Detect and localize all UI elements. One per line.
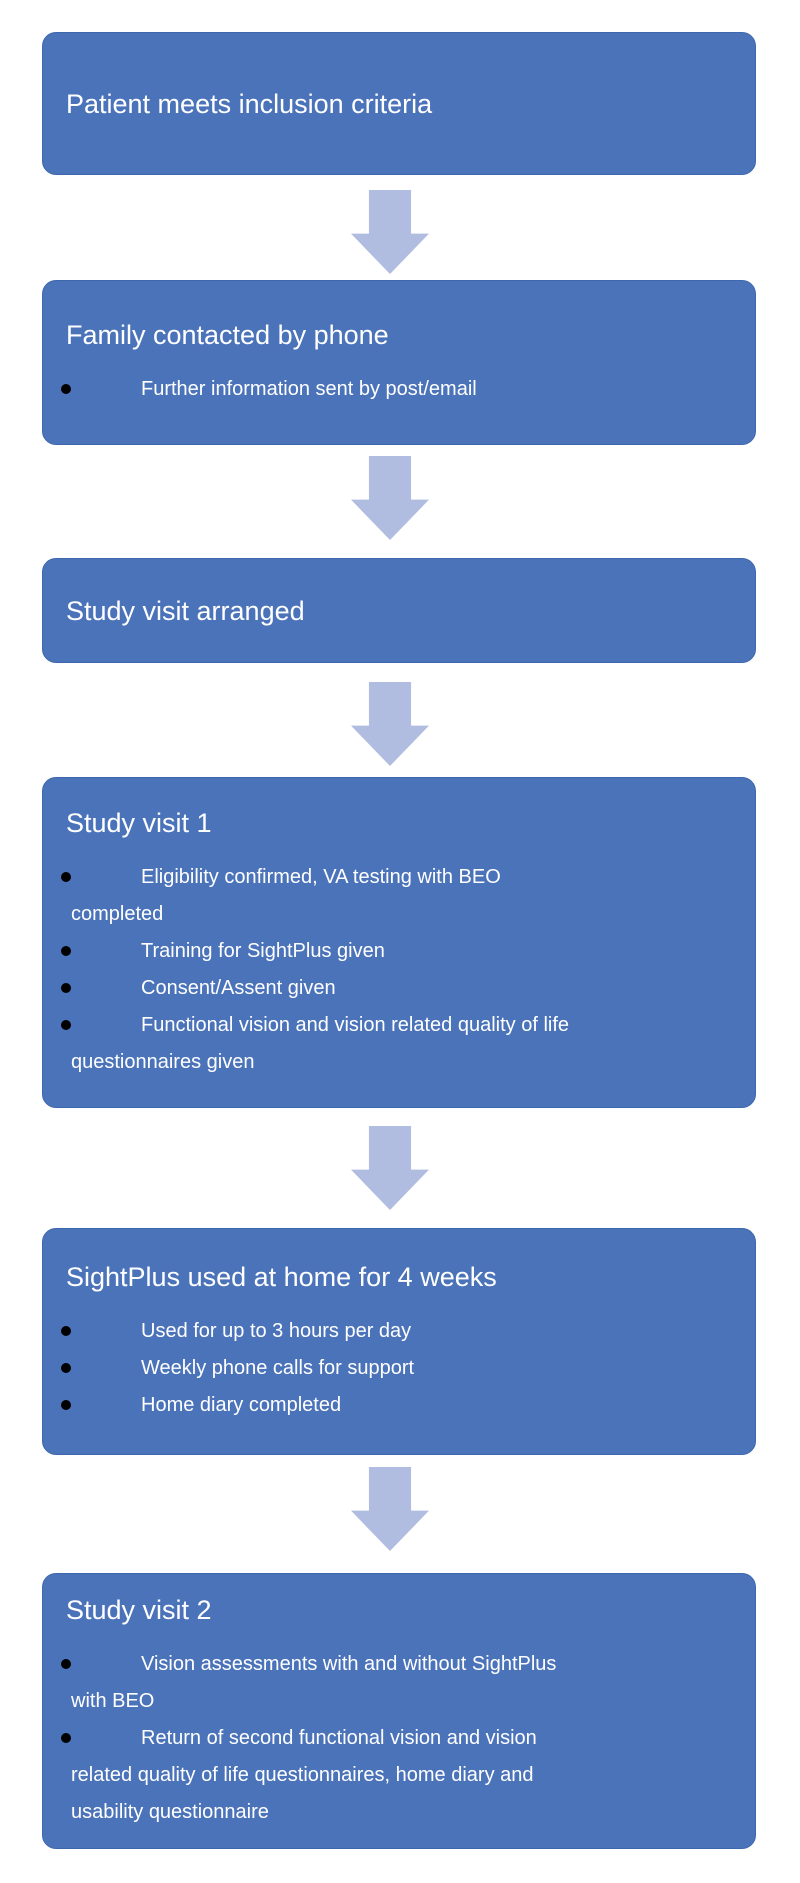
bullet-icon xyxy=(61,970,141,1007)
down-arrow-icon xyxy=(351,190,429,274)
step-title: Patient meets inclusion criteria xyxy=(66,88,433,119)
flow-step-study-visit-2: Study visit 2 Vision assessments with an… xyxy=(42,1573,756,1849)
bullet-icon xyxy=(61,1350,141,1387)
bullet-icon xyxy=(61,1007,141,1044)
step-bullet-list: Further information sent by post/email xyxy=(61,371,725,408)
step-bullet: Training for SightPlus given xyxy=(61,933,725,970)
bullet-icon xyxy=(61,1720,141,1757)
flow-step-patient-criteria: Patient meets inclusion criteria xyxy=(42,32,756,175)
down-arrow-icon xyxy=(351,682,429,766)
bullet-icon xyxy=(61,1387,141,1424)
bullet-icon xyxy=(61,933,141,970)
step-bullet-list: Used for up to 3 hours per day Weekly ph… xyxy=(61,1313,725,1424)
bullet-icon xyxy=(61,1313,141,1350)
down-arrow-icon xyxy=(351,1126,429,1210)
step-title: Study visit 2 xyxy=(66,1594,212,1625)
step-title: Study visit arranged xyxy=(66,595,305,626)
flow-step-sightplus-home: SightPlus used at home for 4 weeks Used … xyxy=(42,1228,756,1455)
step-bullet: Home diary completed xyxy=(61,1387,725,1424)
step-bullet: Further information sent by post/email xyxy=(61,371,725,408)
step-bullet: Weekly phone calls for support xyxy=(61,1350,725,1387)
down-arrow-icon xyxy=(351,1467,429,1551)
step-bullet-list: Vision assessments with and without Sigh… xyxy=(61,1646,725,1831)
step-bullet: Vision assessments with and without Sigh… xyxy=(61,1646,725,1720)
step-title: Family contacted by phone xyxy=(66,320,389,350)
step-bullet: Functional vision and vision related qua… xyxy=(61,1007,725,1081)
flow-step-study-visit-1: Study visit 1 Eligibility confirmed, VA … xyxy=(42,777,756,1108)
step-title: SightPlus used at home for 4 weeks xyxy=(66,1262,497,1292)
step-bullet: Eligibility confirmed, VA testing with B… xyxy=(61,859,725,933)
bullet-icon xyxy=(61,371,141,408)
step-title: Study visit 1 xyxy=(66,807,212,838)
flow-step-family-contacted: Family contacted by phone Further inform… xyxy=(42,280,756,445)
down-arrow-icon xyxy=(351,456,429,540)
flow-step-visit-arranged: Study visit arranged xyxy=(42,558,756,663)
step-bullet: Used for up to 3 hours per day xyxy=(61,1313,725,1350)
step-bullet: Return of second functional vision and v… xyxy=(61,1720,725,1831)
bullet-icon xyxy=(61,1646,141,1683)
bullet-icon xyxy=(61,859,141,896)
step-bullet-list: Eligibility confirmed, VA testing with B… xyxy=(61,859,725,1081)
step-bullet: Consent/Assent given xyxy=(61,970,725,1007)
